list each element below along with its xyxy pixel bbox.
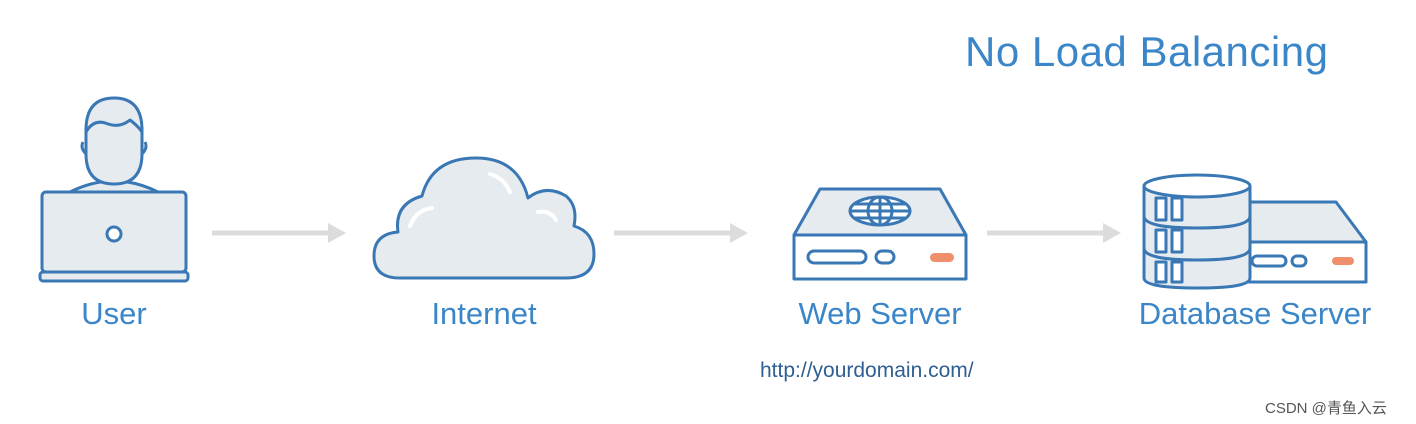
web-server-label: Web Server [798, 296, 962, 331]
database-server-icon [1142, 173, 1368, 290]
arrow-webserver-to-database [987, 223, 1121, 243]
arrow-user-to-internet [212, 223, 346, 243]
internet-label: Internet [431, 296, 537, 331]
watermark: CSDN @青鱼入云 [1265, 400, 1387, 417]
web-server-icon [792, 187, 968, 281]
diagram-title: No Load Balancing [965, 28, 1329, 75]
web-server-url: http://yourdomain.com/ [760, 359, 974, 382]
user-laptop-icon [38, 96, 190, 283]
database-server-label: Database Server [1138, 296, 1372, 331]
user-label: User [81, 296, 147, 331]
arrow-internet-to-webserver [614, 223, 748, 243]
cloud-icon [372, 156, 596, 280]
